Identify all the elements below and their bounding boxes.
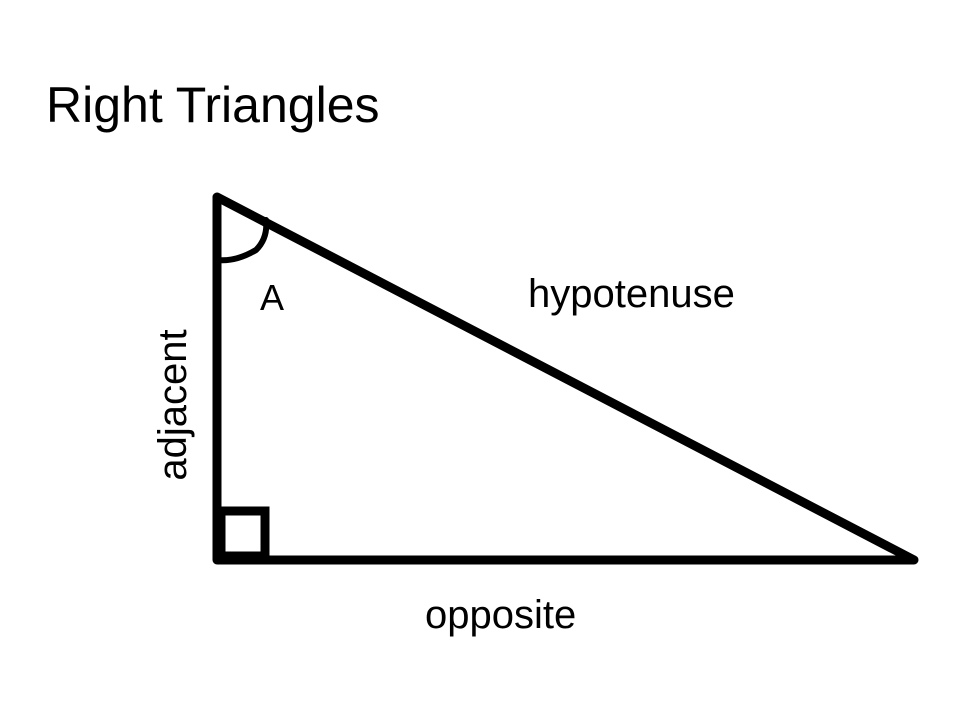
slide-title: Right Triangles xyxy=(46,77,380,133)
right-angle-marker xyxy=(216,506,270,561)
adjacent-label: adjacent xyxy=(151,329,195,480)
angle-label: A xyxy=(260,277,284,318)
hypotenuse-label: hypotenuse xyxy=(528,272,735,316)
opposite-label: opposite xyxy=(425,593,576,637)
triangle-outline xyxy=(212,192,919,565)
angle-arc xyxy=(214,217,270,264)
